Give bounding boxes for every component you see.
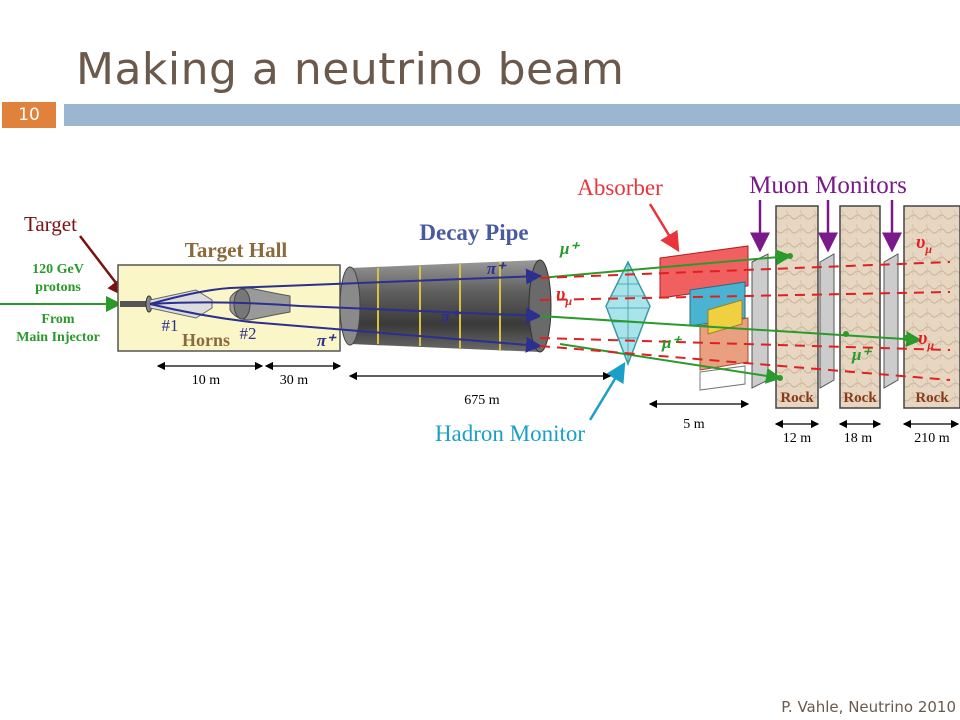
neutrino-label-left: υμ [556,284,572,308]
protons-label: protons [35,280,81,295]
dist-210m: 210 m [914,431,950,446]
neutrino-track-4 [539,345,951,381]
muon-track-lower [559,343,782,384]
muon-monitor-panel-1 [751,253,769,389]
rock-slab-2 [839,205,881,409]
pion-track-lower [149,303,542,353]
footer-credit: P. Vahle, Neutrino 2010 [781,698,956,716]
rock-label-2: Rock [843,390,877,406]
pion-label-middle: π⁺ [441,307,461,326]
muon-label-right: μ⁺ [851,345,872,364]
decay-pipe-start [339,266,361,346]
nu-subscript: μ [924,242,932,256]
muon-monitor-panel-2 [819,253,835,389]
hadron-monitor-label: Hadron Monitor [435,421,585,446]
hit-dot [843,331,849,337]
absorber-label: Absorber [577,175,663,200]
muon-label-lower: μ⁺ [661,333,682,352]
horn1-shape [149,289,213,319]
rock-label-3: Rock [915,390,949,406]
dist-12m: 12 m [783,431,812,446]
horn2-label: #2 [240,324,257,343]
neutrino-track-2 [539,291,951,301]
dist-5m: 5 m [683,417,705,432]
decay-pipe-body [350,260,540,352]
absorber-arrow [648,203,680,253]
dist-10m: 10 m [192,373,221,388]
muon-monitors-label: Muon Monitors [749,172,907,199]
hit-dot [903,335,909,341]
rock-slab-3 [903,205,960,409]
nu-symbol: υ [918,328,927,349]
nu-subscript: μ [564,294,572,308]
dist-675m: 675 m [464,393,500,408]
rock-label-1: Rock [780,390,814,406]
muon-monitor-panel-3 [883,253,899,389]
page-number-badge: 10 [2,102,56,128]
target-hall-label: Target Hall [185,238,288,262]
nu-symbol: υ [556,284,565,305]
rock-slab-1 [775,205,819,409]
absorber-frame [699,365,746,391]
muon-track-upper [539,249,792,279]
nu-symbol: υ [916,232,925,253]
neutrino-label-right-upper: υμ [916,232,932,256]
horn1-label: #1 [162,316,179,335]
pion-track-upper [149,268,542,305]
muon-label-upper: μ⁺ [559,239,580,258]
pion-label-upper: π⁺ [487,259,507,278]
hit-dot [787,253,793,259]
slide-title: Making a neutrino beam [76,44,625,95]
dist-30m: 30 m [280,373,309,388]
hit-dot [777,375,783,381]
decay-pipe-label: Decay Pipe [419,220,528,245]
main-injector-label: Main Injector [16,330,100,345]
from-label: From [41,312,75,327]
neutrino-label-right-lower: υμ [918,328,934,352]
nu-subscript: μ [926,338,934,352]
proton-energy-label: 120 GeV [32,262,84,277]
neutrino-track-3 [539,337,951,351]
dist-18m: 18 m [844,431,873,446]
hadron-monitor-arrow [588,361,626,421]
title-bar [64,104,960,126]
horns-label: Horns [182,330,230,350]
neutrino-track-1 [539,261,951,279]
target-label: Target [24,212,77,236]
target-rod [120,301,148,307]
pion-label-lower: π⁺ [317,331,337,350]
muon-track-middle [539,315,922,348]
pion-track-middle [149,301,542,324]
